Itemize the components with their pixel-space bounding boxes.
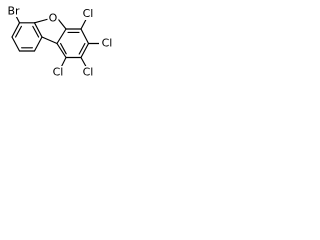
bond xyxy=(56,42,67,59)
label-background xyxy=(80,8,96,20)
label-background xyxy=(50,66,66,78)
bond xyxy=(57,18,67,30)
bond-to-chlorine xyxy=(80,56,87,68)
bond xyxy=(56,28,67,45)
bond xyxy=(33,22,43,38)
label-background xyxy=(5,5,23,17)
label-background xyxy=(99,37,115,50)
chemical-structure: Br O Cl Cl Cl Cl xyxy=(5,5,115,79)
bond xyxy=(41,36,58,45)
bond xyxy=(80,28,90,45)
chlorine-atom-label-bottom-right: Cl xyxy=(83,66,94,79)
bond-inner xyxy=(60,42,67,55)
label-background xyxy=(80,66,96,78)
bond-inner xyxy=(15,25,22,38)
left-benzene-ring xyxy=(11,22,43,52)
oxygen-atom-label: O xyxy=(49,12,58,25)
furan-ring xyxy=(33,18,67,45)
bond xyxy=(33,18,50,24)
bond-inner xyxy=(78,42,86,55)
bond xyxy=(33,36,43,52)
chlorine-atom-label-bottom-left: Cl xyxy=(53,66,64,79)
bond-inner xyxy=(32,25,40,38)
label-background xyxy=(47,12,59,25)
bond xyxy=(11,36,21,52)
bromine-atom-label: Br xyxy=(7,5,20,18)
bond xyxy=(11,22,21,38)
bond-to-chlorine xyxy=(60,56,67,68)
chlorine-atom-label-top: Cl xyxy=(83,7,94,20)
bond-to-chlorine xyxy=(80,18,87,30)
right-benzene-ring xyxy=(56,28,90,59)
chlorine-atom-label-right: Cl xyxy=(102,37,113,50)
bond xyxy=(80,42,90,59)
